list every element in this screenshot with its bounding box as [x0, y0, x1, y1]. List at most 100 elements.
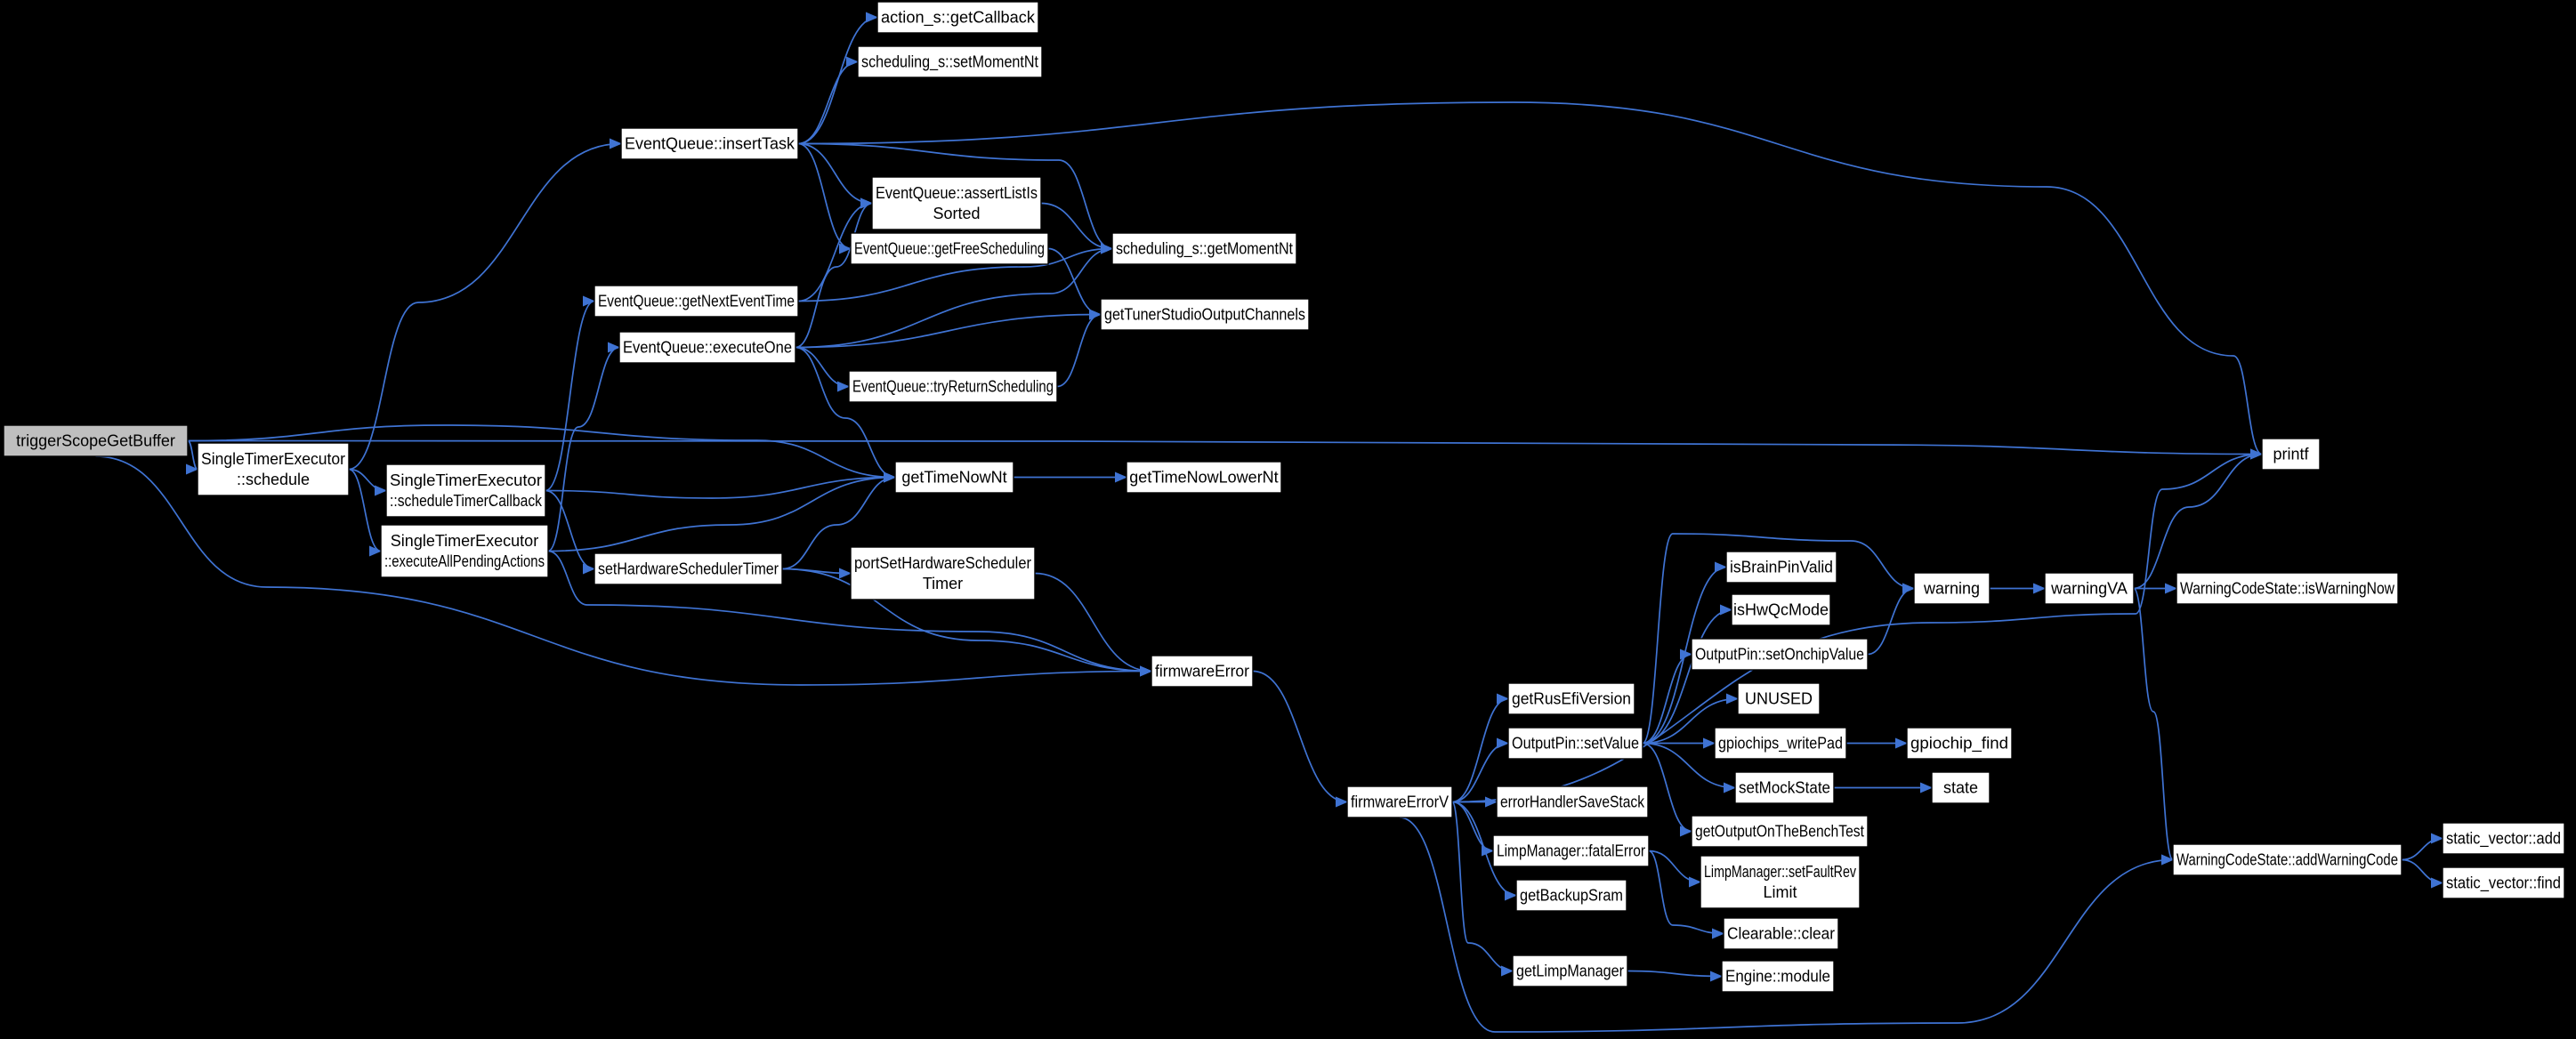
node-getFreeSched[interactable]: EventQueue::getFreeScheduling [850, 232, 1049, 265]
node-getLimpManager[interactable]: getLimpManager [1512, 954, 1628, 987]
edges-layer [95, 12, 2443, 1033]
node-label-gpiochipsWritePad: gpiochips_writePad [1718, 735, 1843, 753]
node-label-setOnchipValue: OutputPin::setOnchipValue [1695, 646, 1864, 664]
edge-fatalError-setFaultRevLimit [1648, 850, 1701, 888]
node-getCallback[interactable]: action_s::getCallback [876, 1, 1039, 34]
node-errorHandlerSaveStack[interactable]: errorHandlerSaveStack [1496, 785, 1649, 818]
node-schedTimerCb[interactable]: SingleTimerExecutor::scheduleTimerCallba… [385, 463, 546, 518]
node-label-getLimpManager: getLimpManager [1516, 962, 1624, 980]
node-svAdd[interactable]: static_vector::add [2442, 822, 2565, 855]
node-label-getNextEventTime: EventQueue::getNextEventTime [598, 293, 795, 310]
edge-schedTimerCb-getTimeNowNt [545, 471, 896, 499]
node-label-state: state [1943, 779, 1978, 797]
node-state[interactable]: state [1931, 771, 1991, 804]
edge-schedTimerCb-getNextEventTime [545, 295, 595, 492]
node-label-setMockState: setMockState [1739, 779, 1830, 797]
edge-setValue-getOutputOnBench [1642, 742, 1692, 837]
node-getMomentNt[interactable]: scheduling_s::getMomentNt [1111, 232, 1297, 265]
node-getOutputOnBench[interactable]: getOutputOnTheBenchTest [1691, 815, 1869, 848]
node-warning[interactable]: warning [1913, 572, 1991, 605]
node-getRusEfiVersion[interactable]: getRusEfiVersion [1507, 682, 1635, 715]
node-label-schedule: SingleTimerExecutor::schedule [201, 450, 345, 488]
edge-executeOne-assertSorted [795, 197, 873, 349]
node-label-getOutputOnBench: getOutputOnTheBenchTest [1695, 823, 1864, 841]
node-gpiochipFind[interactable]: gpiochip_find [1906, 727, 2013, 760]
node-warningVA[interactable]: warningVA [2044, 572, 2135, 605]
node-setHwTimer[interactable]: setHardwareSchedulerTimer [594, 552, 783, 585]
node-label-addWarningCode: WarningCodeState::addWarningCode [2176, 851, 2398, 869]
edge-setValue-setMockState [1642, 742, 1736, 793]
node-addWarningCode[interactable]: WarningCodeState::addWarningCode [2172, 843, 2402, 876]
node-firmwareError[interactable]: firmwareError [1151, 655, 1254, 688]
node-getTSOutput[interactable]: getTunerStudioOutputChannels [1100, 298, 1310, 331]
node-label-firmwareErrorV: firmwareErrorV [1351, 793, 1449, 811]
node-module[interactable]: Engine::module [1721, 960, 1835, 993]
edge-setValue-isHwQcMode [1642, 604, 1732, 745]
edge-warningVA-addWarningCode [2133, 587, 2174, 866]
node-isHwQcMode[interactable]: isHwQcMode [1731, 593, 1831, 626]
node-label-getTSOutput: getTunerStudioOutputChannels [1104, 306, 1305, 324]
node-insertTask[interactable]: EventQueue::insertTask [620, 127, 799, 160]
node-label-printf: printf [2273, 446, 2309, 463]
node-schedule[interactable]: SingleTimerExecutor::schedule [197, 442, 350, 496]
node-label-insertTask: EventQueue::insertTask [625, 135, 795, 153]
edge-execAll-executeOne [547, 342, 620, 552]
node-setValue[interactable]: OutputPin::setValue [1507, 727, 1643, 760]
edge-setValue-unused [1642, 693, 1739, 745]
edge-setHwTimer-firmwareError [781, 568, 1152, 677]
edge-getFreeSched-getTSOutput [1047, 247, 1102, 320]
node-label-schedTimerCb: SingleTimerExecutor::scheduleTimerCallba… [390, 471, 543, 510]
node-setMockState[interactable]: setMockState [1734, 771, 1835, 804]
node-label-svFind: static_vector::find [2446, 874, 2561, 893]
node-label-isBrainPinValid: isBrainPinValid [1730, 559, 1833, 576]
node-label-setHwTimer: setHardwareSchedulerTimer [598, 560, 779, 578]
node-setMomentNt[interactable]: scheduling_s::setMomentNt [857, 45, 1043, 78]
node-svFind[interactable]: static_vector::find [2442, 866, 2565, 899]
node-label-getRusEfiVersion: getRusEfiVersion [1512, 690, 1631, 708]
node-label-getTimeNowNt: getTimeNowNt [901, 469, 1006, 487]
node-label-getTimeNowLowerNt: getTimeNowLowerNt [1129, 469, 1278, 487]
edge-firmwareErrorV-addWarningCode [1399, 817, 2174, 1033]
node-executeOne[interactable]: EventQueue::executeOne [618, 331, 796, 364]
edge-trigger-getTimeNowNt [187, 424, 896, 483]
node-isWarningNow[interactable]: WarningCodeState::isWarningNow [2176, 572, 2399, 605]
node-label-gpiochipFind: gpiochip_find [1910, 735, 2008, 753]
edge-execAll-getTimeNowNt [547, 471, 896, 552]
edge-schedule-insertTask [348, 138, 622, 471]
node-label-isHwQcMode: isHwQcMode [1733, 601, 1829, 619]
node-tryReturn[interactable]: EventQueue::tryReturnScheduling [848, 370, 1058, 403]
edge-trigger-schedule [185, 439, 198, 475]
node-fatalError[interactable]: LimpManager::fatalError [1492, 834, 1650, 867]
node-label-clear: Clearable::clear [1727, 925, 1835, 943]
node-firmwareErrorV[interactable]: firmwareErrorV [1346, 785, 1453, 818]
node-setOnchipValue[interactable]: OutputPin::setOnchipValue [1691, 638, 1869, 671]
edge-schedule-execAll [348, 468, 382, 557]
node-label-trigger: triggerScopeGetBuffer [16, 432, 175, 450]
edge-addWarningCode-svFind [2401, 858, 2443, 889]
node-getNextEventTime[interactable]: EventQueue::getNextEventTime [594, 285, 799, 318]
edge-insertTask-getFreeSched [797, 142, 852, 254]
node-execAll[interactable]: SingleTimerExecutor::executeAllPendingAc… [380, 524, 549, 578]
node-label-tryReturn: EventQueue::tryReturnScheduling [852, 378, 1054, 396]
node-unused[interactable]: UNUSED [1737, 682, 1821, 715]
node-isBrainPinValid[interactable]: isBrainPinValid [1725, 551, 1837, 584]
node-printf[interactable]: printf [2261, 438, 2321, 471]
node-trigger[interactable]: triggerScopeGetBuffer [3, 424, 189, 457]
node-getTimeNowLowerNt[interactable]: getTimeNowLowerNt [1126, 461, 1282, 494]
node-clear[interactable]: Clearable::clear [1723, 917, 1839, 950]
edge-insertTask-printf [797, 101, 2263, 460]
node-label-setValue: OutputPin::setValue [1512, 735, 1639, 753]
edge-insertTask-setMomentNt [797, 56, 859, 145]
node-getBackupSram[interactable]: getBackupSram [1515, 879, 1627, 912]
node-label-svAdd: static_vector::add [2446, 830, 2561, 849]
edge-insertTask-getMomentNt [797, 142, 1113, 254]
edge-assertSorted-getMomentNt [1040, 202, 1113, 254]
node-getTimeNowNt[interactable]: getTimeNowNt [894, 461, 1014, 494]
node-gpiochipsWritePad[interactable]: gpiochips_writePad [1714, 727, 1847, 760]
